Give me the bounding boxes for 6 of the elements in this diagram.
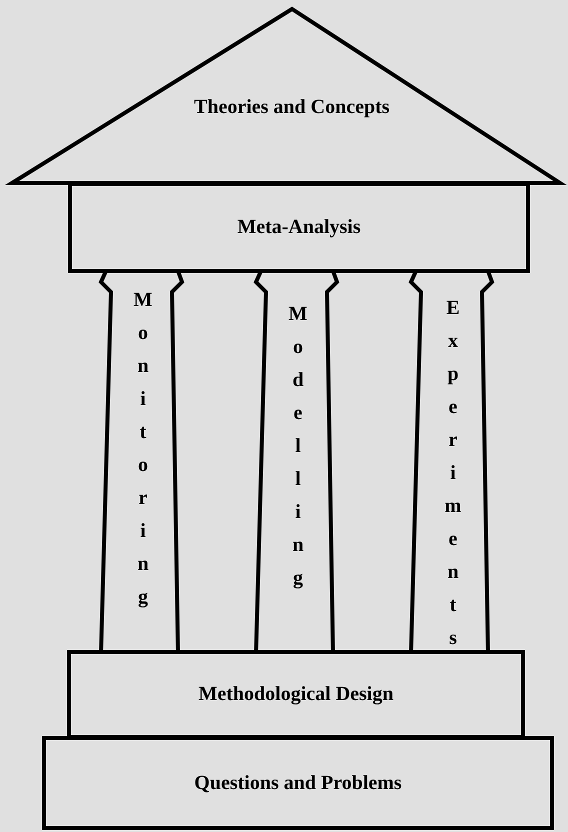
stone-slab: Questions and Problems [42,736,554,830]
column-label: Monitoring [133,289,153,619]
column-label: Modelling [288,303,308,600]
stone-slab: Methodological Design [67,650,525,739]
roof-label: Theories and Concepts [194,96,390,119]
stone-slab: Meta-Analysis [68,182,530,273]
